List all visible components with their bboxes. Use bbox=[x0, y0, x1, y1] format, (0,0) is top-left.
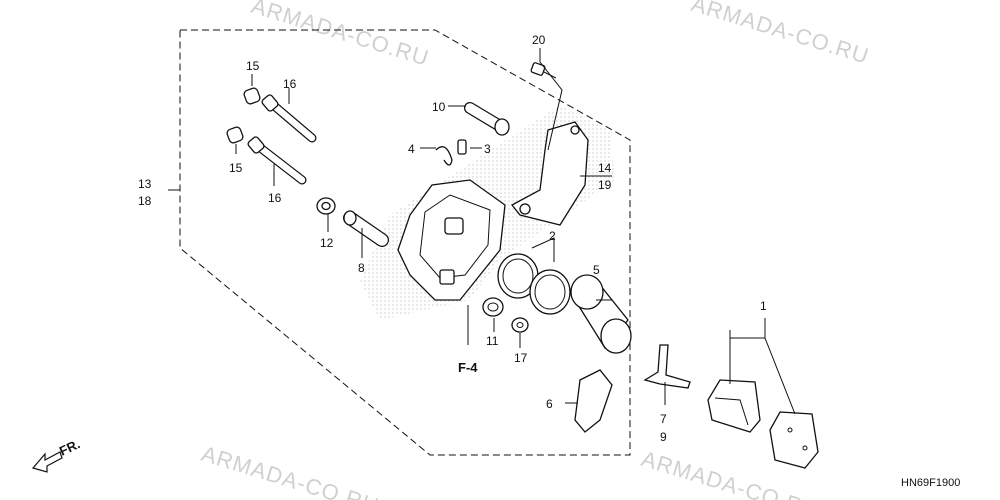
callout-18: 18 bbox=[138, 194, 152, 208]
boot-part bbox=[316, 197, 336, 215]
callout-10: 10 bbox=[432, 100, 446, 114]
callout-7: 7 bbox=[660, 412, 667, 426]
callout-1: 1 bbox=[760, 299, 767, 313]
watermark-bottom-left: ARMADA-CO.RU bbox=[199, 441, 383, 500]
callout-3: 3 bbox=[484, 142, 491, 156]
diagram-code: HN69F1900 bbox=[901, 477, 960, 489]
leader-lines bbox=[235, 48, 796, 415]
callout-16-upper: 16 bbox=[283, 77, 297, 91]
callout-20: 20 bbox=[532, 33, 546, 47]
piston-seals bbox=[497, 253, 571, 315]
bleeder-screw bbox=[457, 139, 467, 155]
callout-6: 6 bbox=[546, 397, 553, 411]
callout-11: 11 bbox=[486, 334, 499, 348]
callout-13: 13 bbox=[138, 177, 152, 191]
watermark-top-center: ARMADA-CO.RU bbox=[249, 0, 433, 71]
callout-19: 19 bbox=[598, 178, 612, 192]
washer-17 bbox=[511, 317, 529, 333]
mounting-bolt bbox=[464, 102, 510, 136]
callout-14: 14 bbox=[598, 161, 612, 175]
slide-pin-upper bbox=[261, 94, 317, 143]
assembly-boundary bbox=[179, 29, 631, 456]
front-arrow-icon bbox=[31, 451, 63, 473]
callout-16-lower: 16 bbox=[268, 191, 282, 205]
caliper-body bbox=[397, 179, 506, 301]
front-label: FR. bbox=[57, 436, 82, 458]
callout-9: 9 bbox=[660, 430, 667, 444]
caliper-bracket bbox=[511, 121, 589, 226]
callout-15-upper: 15 bbox=[246, 59, 260, 73]
pad-spring bbox=[643, 344, 691, 389]
pin-cap-upper bbox=[243, 87, 261, 105]
brake-pad-set bbox=[707, 379, 819, 469]
bracket-pin bbox=[343, 210, 389, 247]
pin-cap-lower bbox=[226, 126, 244, 144]
pad-retainer bbox=[574, 369, 613, 433]
boot-11 bbox=[482, 297, 504, 317]
callout-8: 8 bbox=[358, 261, 365, 275]
callout-15-lower: 15 bbox=[229, 161, 243, 175]
piston bbox=[570, 274, 632, 354]
ref-label-f4: F-4 bbox=[458, 360, 478, 375]
callout-2: 2 bbox=[549, 229, 556, 243]
bolt-20 bbox=[530, 62, 557, 79]
callout-4: 4 bbox=[408, 142, 415, 156]
watermark-top-right: ARMADA-CO.RU bbox=[689, 0, 873, 69]
callout-5: 5 bbox=[593, 263, 600, 277]
callout-12: 12 bbox=[320, 236, 334, 250]
clip-part bbox=[435, 146, 453, 166]
callout-17: 17 bbox=[514, 351, 528, 365]
slide-pin-lower bbox=[247, 136, 307, 185]
